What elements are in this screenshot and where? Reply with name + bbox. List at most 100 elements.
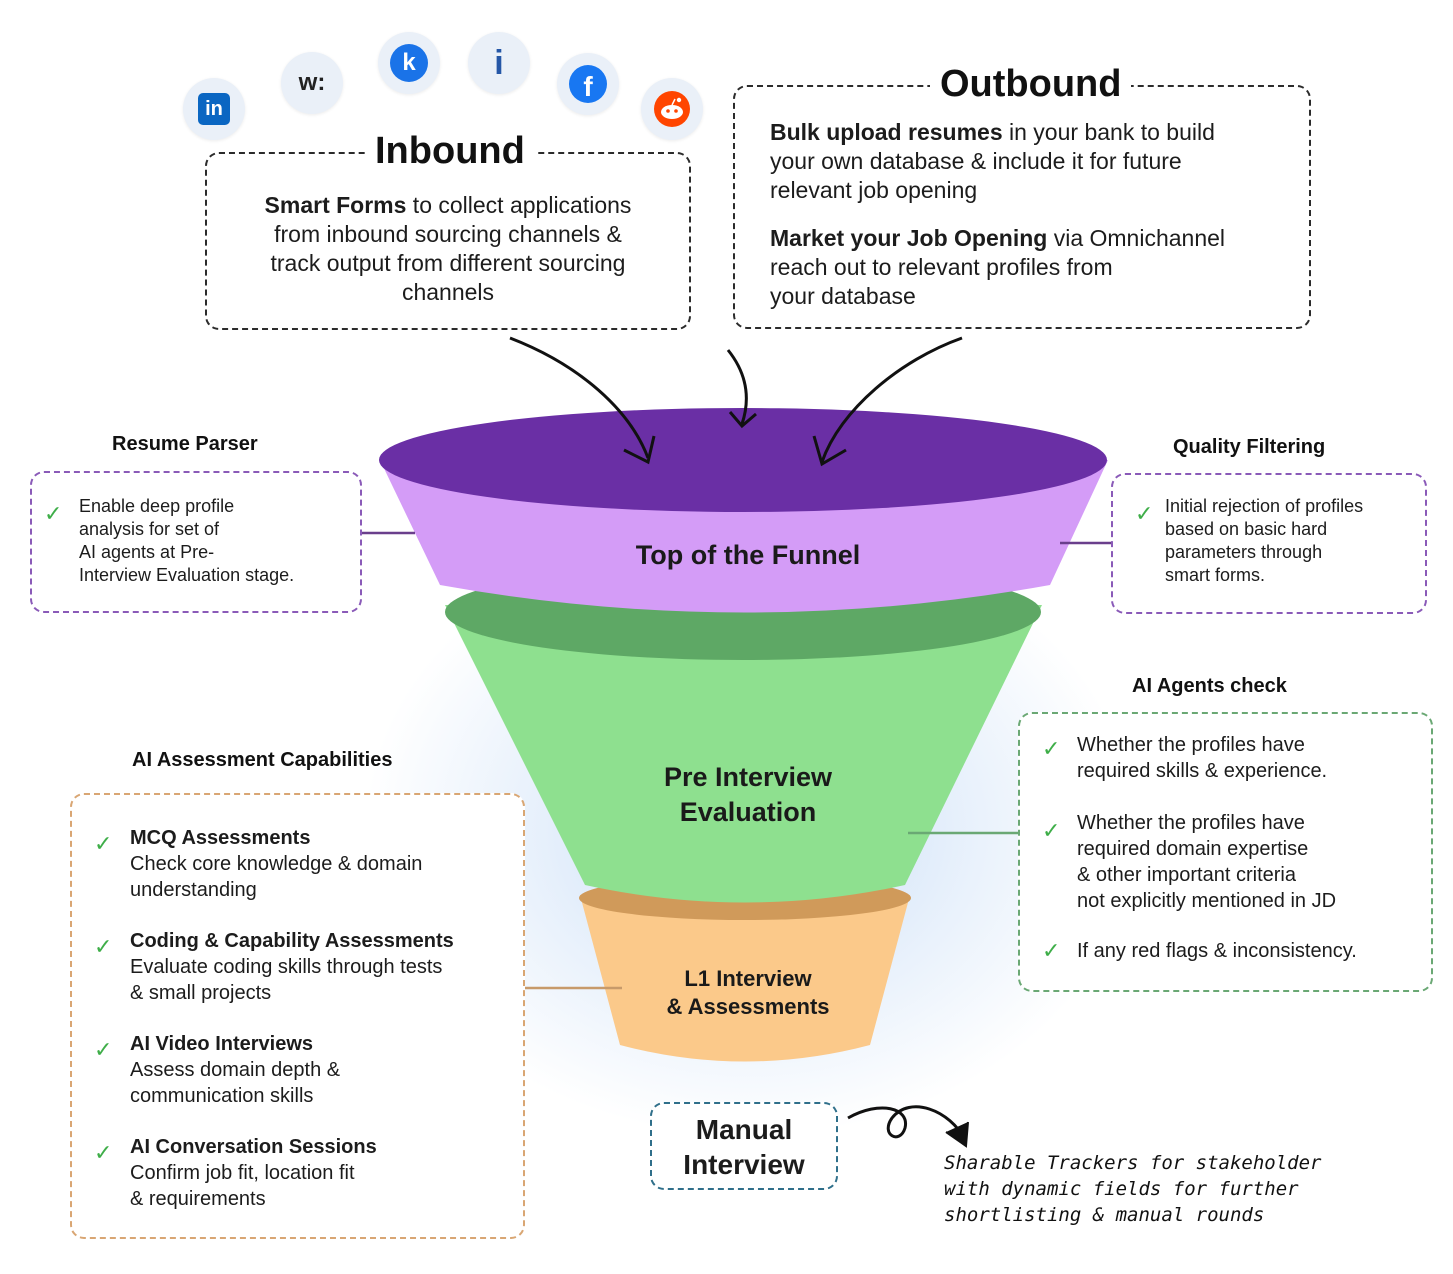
ai-agents-line: & other important criteria — [1077, 864, 1296, 886]
trackers-line: Sharable Trackers for stakeholder — [944, 1152, 1322, 1174]
funnel-bottom-label: L1 Interview & Assessments — [620, 965, 876, 1021]
funnel-bottom-line-1: L1 Interview — [684, 966, 812, 991]
outbound-p2-line-3: your database — [770, 283, 916, 309]
funnel-top-rim — [379, 408, 1107, 512]
kuku-icon: k — [378, 32, 440, 94]
wellfound-icon: w: — [281, 52, 343, 114]
inbound-line-4: channels — [401, 279, 495, 305]
outbound-title: Outbound — [930, 61, 1132, 107]
market-job-label: Market your Job Opening — [770, 225, 1048, 251]
ai-agents-title: AI Agents check — [1132, 675, 1287, 697]
check-icon: ✓ — [94, 934, 113, 959]
outbound-p1-line-1: in your bank to build — [1002, 119, 1215, 145]
ai-assessment-item-2: Coding & Capability Assessments Evaluate… — [130, 928, 454, 1006]
inbound-arrow — [509, 336, 650, 459]
outbound-box: Outbound Bulk upload resumes in your ban… — [733, 61, 1311, 329]
conversation-heading: AI Conversation Sessions — [130, 1136, 377, 1158]
ai-assessment-item-1: MCQ Assessments Check core knowledge & d… — [130, 825, 422, 903]
facebook-icon: f — [557, 53, 619, 115]
outbound-p2-line-1: via Omnichannel — [1047, 225, 1226, 251]
funnel-middle-line-1: Pre Interview — [663, 762, 833, 792]
manual-line-1: Manual — [695, 1114, 793, 1145]
funnel-bottom-line-2: & Assessments — [666, 994, 830, 1019]
ai-assessment-title: AI Assessment Capabilities — [132, 749, 393, 771]
reddit-icon — [641, 78, 703, 140]
quality-filtering-box: ✓ Initial rejection of profiles based on… — [1111, 473, 1427, 614]
quality-filtering-line: based on basic hard — [1165, 519, 1328, 539]
resume-parser-line: analysis for set of — [79, 519, 220, 539]
ai-assessment-line: & small projects — [130, 982, 272, 1004]
coding-heading: Coding & Capability Assessments — [130, 930, 454, 952]
ai-agents-line: Whether the profiles have — [1077, 734, 1305, 756]
resume-parser-line: Interview Evaluation stage. — [79, 565, 295, 585]
ai-agents-line: required skills & experience. — [1077, 760, 1328, 782]
outbound-p1-line-2: your own database & include it for futur… — [770, 148, 1182, 174]
inbound-box: Inbound Smart Forms to collect applicati… — [205, 128, 691, 330]
check-icon: ✓ — [44, 501, 63, 526]
check-icon: ✓ — [1042, 938, 1061, 963]
ai-assessment-line: Assess domain depth & — [130, 1059, 341, 1081]
check-icon: ✓ — [94, 831, 113, 856]
outbound-para-1: Bulk upload resumes in your bank to buil… — [770, 118, 1215, 205]
ai-assessment-item-4: AI Conversation Sessions Confirm job fit… — [130, 1134, 377, 1212]
check-icon: ✓ — [94, 1140, 113, 1165]
bulk-upload-label: Bulk upload resumes — [770, 119, 1003, 145]
ai-agents-line: required domain expertise — [1077, 838, 1309, 860]
quality-filtering-title: Quality Filtering — [1173, 436, 1326, 458]
ai-assessment-item-3: AI Video Interviews Assess domain depth … — [130, 1031, 340, 1109]
video-heading: AI Video Interviews — [130, 1033, 314, 1055]
check-icon: ✓ — [1135, 501, 1154, 526]
ai-assessment-line: understanding — [130, 879, 257, 901]
trackers-arrowhead — [945, 1121, 969, 1148]
check-icon: ✓ — [94, 1037, 113, 1062]
ai-agents-line: Whether the profiles have — [1077, 812, 1305, 834]
ai-agents-item-2: Whether the profiles have required domai… — [1077, 810, 1336, 914]
resume-parser-text: Enable deep profile analysis for set of … — [79, 495, 294, 587]
trackers-line: with dynamic fields for further — [944, 1178, 1299, 1200]
outbound-arrowhead — [812, 435, 847, 467]
mcq-heading: MCQ Assessments — [130, 827, 311, 849]
ai-agents-line: If any red flags & inconsistency. — [1077, 940, 1357, 962]
quality-filtering-line: Initial rejection of profiles — [1165, 496, 1364, 516]
inbound-line-2: from inbound sourcing channels & — [274, 221, 622, 247]
check-icon: ✓ — [1042, 736, 1061, 761]
inbound-title: Inbound — [365, 128, 535, 174]
smart-forms-label: Smart Forms — [264, 192, 407, 218]
center-arrow — [726, 349, 748, 425]
funnel-top-label: Top of the Funnel — [635, 540, 861, 570]
trackers-line: shortlisting & manual rounds — [944, 1204, 1265, 1226]
manual-line-2: Interview — [683, 1149, 805, 1180]
trackers-arrow — [847, 1105, 967, 1141]
inbound-line-3: track output from different sourcing — [270, 250, 626, 276]
ai-agents-item-1: Whether the profiles have required skill… — [1077, 732, 1327, 784]
check-icon: ✓ — [1042, 818, 1061, 843]
ai-assessment-box: ✓ MCQ Assessments Check core knowledge &… — [70, 793, 525, 1239]
inbound-text: Smart Forms to collect applications from… — [207, 191, 689, 307]
manual-interview-box: Manual Interview — [650, 1102, 838, 1190]
ai-agents-line: not explicitly mentioned in JD — [1077, 890, 1337, 912]
linkedin-icon: in — [183, 78, 245, 140]
ai-agents-box: ✓ Whether the profiles have required ski… — [1018, 712, 1433, 992]
outbound-p1-line-3: relevant job opening — [770, 177, 978, 203]
outbound-para-2: Market your Job Opening via Omnichannel … — [770, 224, 1225, 311]
outbound-arrow — [820, 336, 963, 463]
funnel-middle-line-2: Evaluation — [679, 797, 817, 827]
resume-parser-title: Resume Parser — [112, 433, 258, 455]
resume-parser-box: ✓ Enable deep profile analysis for set o… — [30, 471, 362, 613]
funnel-middle-label: Pre Interview Evaluation — [580, 760, 916, 830]
quality-filtering-line: parameters through — [1165, 542, 1323, 562]
funnel-bottom-body — [580, 895, 910, 1062]
resume-parser-line: AI agents at Pre- — [79, 542, 215, 562]
outbound-p2-line-2: reach out to relevant profiles from — [770, 254, 1113, 280]
quality-filtering-line: smart forms. — [1165, 565, 1266, 585]
ai-assessment-line: Confirm job fit, location fit — [130, 1162, 355, 1184]
ai-assessment-line: Check core knowledge & domain — [130, 853, 423, 875]
inbound-line-1: to collect applications — [406, 192, 632, 218]
resume-parser-line: Enable deep profile — [79, 496, 235, 516]
ai-assessment-line: communication skills — [130, 1085, 314, 1107]
center-arrowhead — [728, 411, 757, 429]
trackers-note: Sharable Trackers for stakeholder with d… — [944, 1150, 1322, 1228]
quality-filtering-text: Initial rejection of profiles based on b… — [1165, 495, 1363, 587]
ai-agents-item-3: If any red flags & inconsistency. — [1077, 938, 1357, 964]
